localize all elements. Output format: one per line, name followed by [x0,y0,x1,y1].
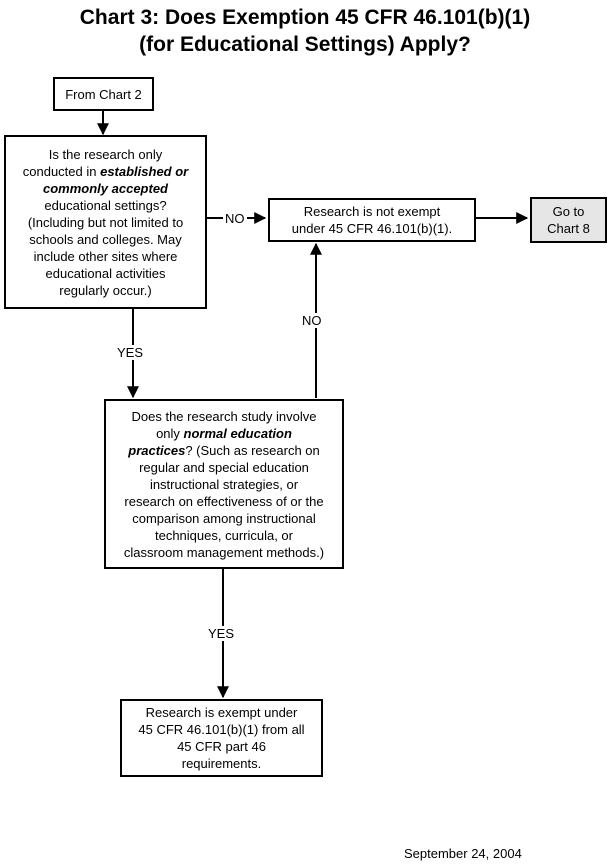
outcome-not-exempt: Research is not exempt under 45 CFR 46.1… [268,198,476,242]
q2-line: instructional strategies, or [149,476,299,492]
label-q2-yes: YES [206,626,237,641]
exempt-line: requirements. [181,756,262,771]
not-exempt-line: under 45 CFR 46.101(b)(1). [291,221,453,236]
chart-title-line-1: Chart 3: Does Exemption 45 CFR 46.101(b)… [79,6,531,29]
goto-chart-8: Go to Chart 8 [530,197,607,243]
q1-line: Is the research only [48,146,163,162]
q2-line: techniques, curricula, or [154,527,293,543]
label-q2-no: NO [300,313,324,328]
q1-line: educational settings? [44,197,167,213]
start-node-label: From Chart 2 [65,86,142,102]
q2-line: only normal education [156,425,292,441]
outcome-exempt: Research is exempt under 45 CFR 46.101(b… [120,699,323,777]
label-q1-no: NO [223,211,247,226]
q2-line: comparison among instructional [132,510,316,526]
q1-line: schools and colleges. May [29,231,182,247]
decision-normal-education-practices: Does the research study involve only nor… [104,399,344,569]
exempt-line: 45 CFR 46.101(b)(1) from all [138,722,305,737]
q2-line: practices? (Such as research on [128,442,320,458]
q1-line: (Including but not limited to [27,214,184,230]
q2-line: research on effectiveness of or the [124,493,324,509]
q1-line: commonly accepted [43,180,168,196]
q1-line: regularly occur.) [59,282,152,298]
label-q1-yes: YES [115,345,146,360]
start-node-from-chart-2: From Chart 2 [53,77,154,111]
q1-line: conducted in established or [22,163,189,179]
chart-title-line-2: (for Educational Settings) Apply? [139,33,471,56]
q2-line: regular and special education [139,459,309,475]
goto-line: Go to [552,204,585,219]
not-exempt-line: Research is not exempt [303,204,441,219]
q2-line: classroom management methods.) [123,544,325,560]
decision-educational-settings: Is the research only conducted in establ… [4,135,207,309]
q1-line: include other sites where [33,248,178,264]
q2-line: Does the research study involve [131,408,317,424]
exempt-line: 45 CFR part 46 [177,739,266,754]
footer-date: September 24, 2004 [404,846,522,861]
q1-line: educational activities [45,265,166,281]
exempt-line: Research is exempt under [145,705,298,720]
goto-line: Chart 8 [547,221,590,236]
